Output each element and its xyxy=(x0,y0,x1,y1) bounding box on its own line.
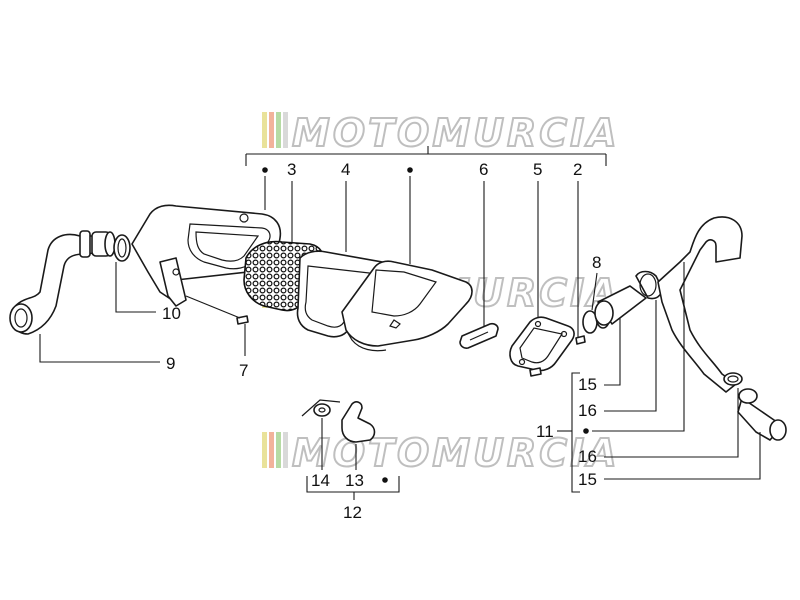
label-8: 8 xyxy=(592,253,601,272)
callout-6: 6 xyxy=(479,160,488,326)
callout-dot-2 xyxy=(407,167,413,264)
label-3: 3 xyxy=(287,160,296,179)
callout-7: 7 xyxy=(239,324,248,380)
label-15-upper: 15 xyxy=(578,375,597,394)
callout-5: 5 xyxy=(533,160,542,318)
label-16-lower: 16 xyxy=(578,447,597,466)
callout-11: 11 xyxy=(536,372,580,493)
coolant-hose-part xyxy=(657,216,787,441)
intake-hose-part xyxy=(9,230,116,335)
callout-15-upper: 15 xyxy=(578,318,621,394)
callout-14: 14 xyxy=(311,418,330,490)
label-7: 7 xyxy=(239,361,248,380)
callout-8: 8 xyxy=(591,253,601,311)
clamp-ring-part xyxy=(113,234,131,262)
bottom-group-bracket: 12 xyxy=(306,476,400,522)
callout-10: 10 xyxy=(115,262,181,323)
callout-2: 2 xyxy=(573,160,582,338)
screw-part xyxy=(185,295,249,325)
label-6: 6 xyxy=(479,160,488,179)
label-16-upper: 16 xyxy=(578,401,597,420)
callout-dot-3 xyxy=(583,262,685,434)
label-10: 10 xyxy=(162,304,181,323)
callout-16-lower: 16 xyxy=(578,388,739,466)
watermark-bottom: MOTOMURCIA xyxy=(262,430,620,476)
callout-3: 3 xyxy=(287,160,296,242)
label-5: 5 xyxy=(533,160,542,179)
callout-dot-4 xyxy=(382,477,388,483)
label-11: 11 xyxy=(536,422,554,441)
watermark-top: MOTOMURCIA xyxy=(262,110,620,156)
label-13: 13 xyxy=(345,471,364,490)
airbox-cover-part xyxy=(341,260,473,352)
reed-valve-part xyxy=(509,316,586,377)
callout-13: 13 xyxy=(345,444,364,490)
callout-4: 4 xyxy=(341,160,350,252)
label-2: 2 xyxy=(573,160,582,179)
watermark-text-bottom: MOTOMURCIA xyxy=(292,431,620,475)
label-4: 4 xyxy=(341,160,350,179)
clip-washer-part xyxy=(301,399,376,443)
small-plate-part xyxy=(459,322,499,349)
watermark-text-top: MOTOMURCIA xyxy=(292,111,620,155)
label-12: 12 xyxy=(343,503,362,522)
top-group-bracket xyxy=(245,146,607,166)
intake-pipe-part xyxy=(582,270,663,334)
callout-9: 9 xyxy=(39,334,175,373)
label-15-lower: 15 xyxy=(578,470,597,489)
callout-15-lower: 15 xyxy=(578,432,761,489)
label-14: 14 xyxy=(311,471,330,490)
callout-dot-1 xyxy=(262,167,268,210)
label-9: 9 xyxy=(166,354,175,373)
callout-16-upper: 16 xyxy=(578,300,657,420)
